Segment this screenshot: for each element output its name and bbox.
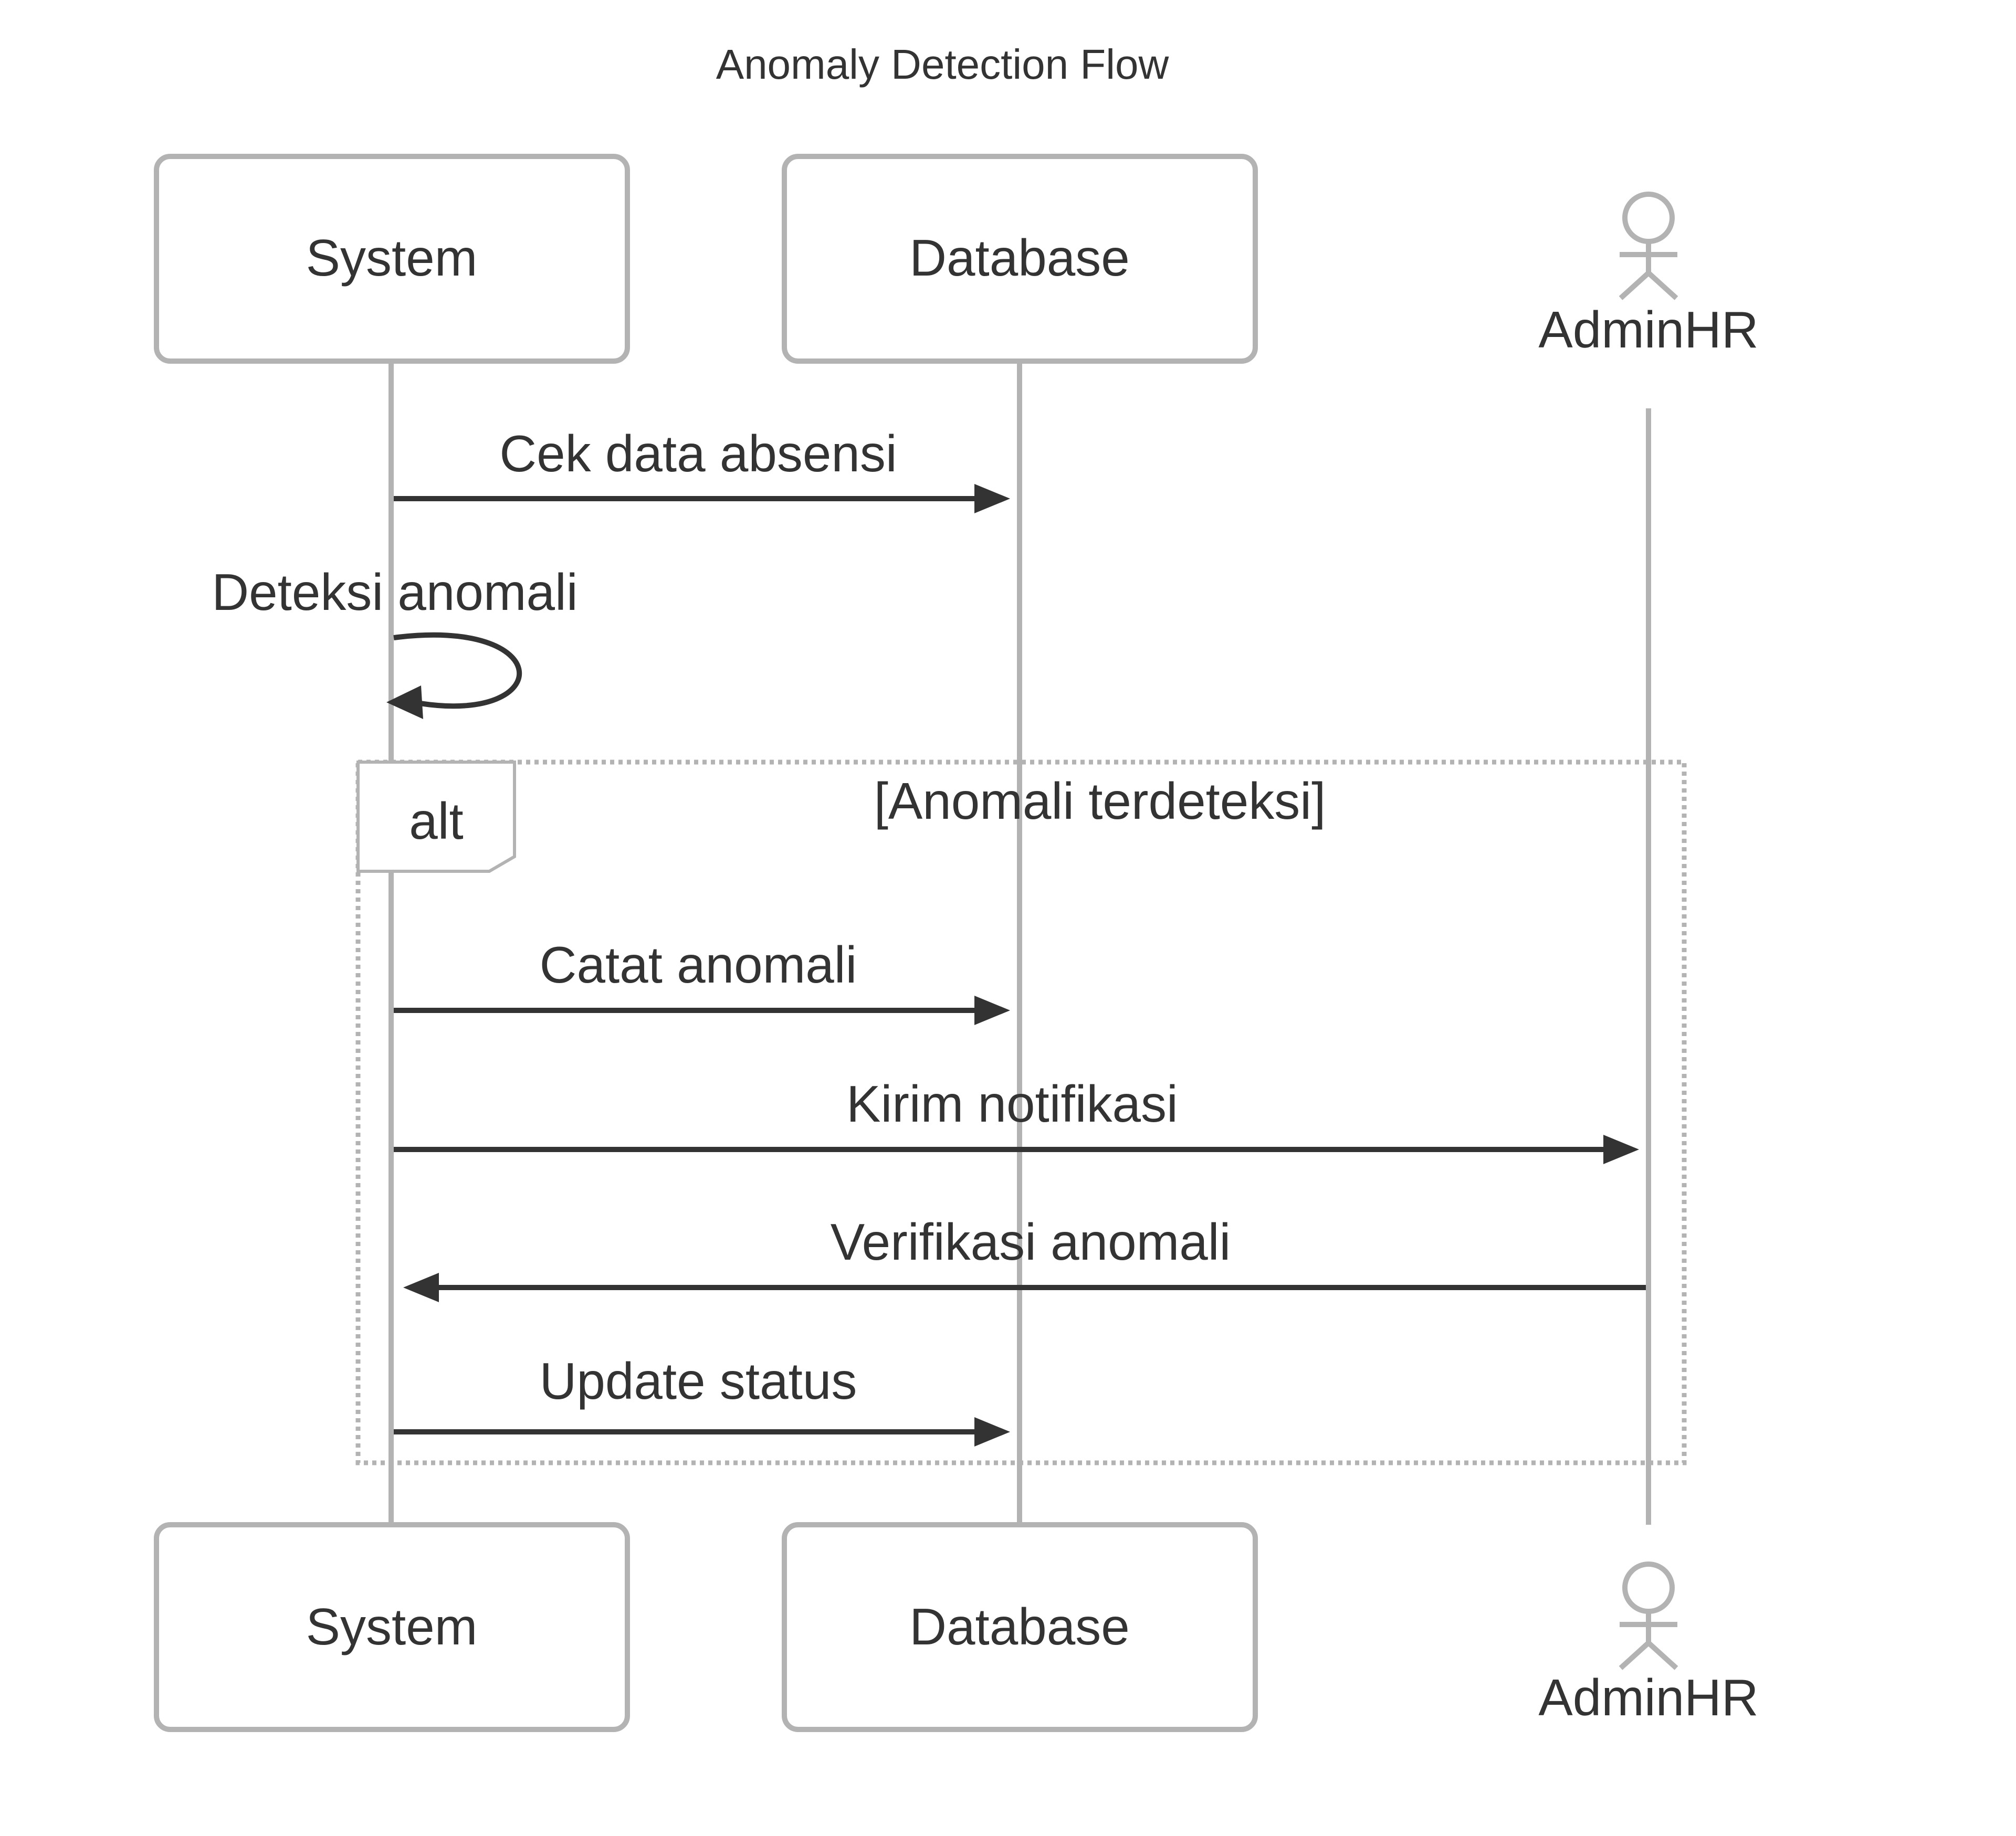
participant-label: AdminHR — [1538, 1669, 1758, 1726]
alt-condition: [Anomali terdeteksi] — [874, 772, 1326, 830]
stick-figure-icon — [1619, 1561, 1678, 1670]
message-3: Catat anomali — [394, 936, 1010, 1025]
participant-label: System — [306, 229, 478, 287]
message-2-self: Deteksi anomali — [212, 563, 578, 719]
participant-label: AdminHR — [1538, 301, 1758, 358]
participant-adminhr-bottom: AdminHR — [1538, 1561, 1759, 1726]
participant-label: Database — [909, 1598, 1130, 1655]
self-loop-line — [393, 632, 522, 709]
arrowhead-icon — [974, 1417, 1010, 1447]
message-6: Update status — [394, 1352, 1010, 1447]
arrowhead-icon — [974, 484, 1010, 513]
arrowhead-icon — [386, 685, 423, 719]
message-label: Kirim notifikasi — [846, 1075, 1178, 1133]
participant-database-top: Database — [782, 154, 1258, 364]
message-label: Deteksi anomali — [212, 563, 578, 621]
participant-label: System — [306, 1598, 478, 1655]
alt-frame — [355, 759, 1687, 1465]
alt-label: alt — [409, 792, 464, 850]
arrowhead-icon — [1603, 1135, 1639, 1164]
message-1: Cek data absensi — [394, 425, 1010, 513]
arrowhead-icon — [974, 996, 1010, 1025]
message-label: Catat anomali — [540, 936, 857, 994]
participant-database-bottom: Database — [782, 1522, 1258, 1732]
message-label: Verifikasi anomali — [831, 1213, 1231, 1271]
message-label: Cek data absensi — [499, 425, 897, 482]
participant-adminhr-top: AdminHR — [1538, 192, 1759, 358]
alt-fragment: alt [Anomali terdeteksi] — [355, 759, 1687, 1465]
participant-system-top: System — [154, 154, 630, 364]
message-label: Update status — [540, 1352, 857, 1410]
stick-figure-icon — [1619, 192, 1678, 300]
arrowhead-icon — [403, 1273, 439, 1302]
participant-label: Database — [909, 229, 1130, 287]
alt-tab — [356, 761, 516, 873]
message-5: Verifikasi anomali — [403, 1213, 1646, 1302]
diagram-title: Anomaly Detection Flow — [716, 41, 1169, 88]
participant-system-bottom: System — [154, 1522, 630, 1732]
message-4: Kirim notifikasi — [394, 1075, 1639, 1164]
